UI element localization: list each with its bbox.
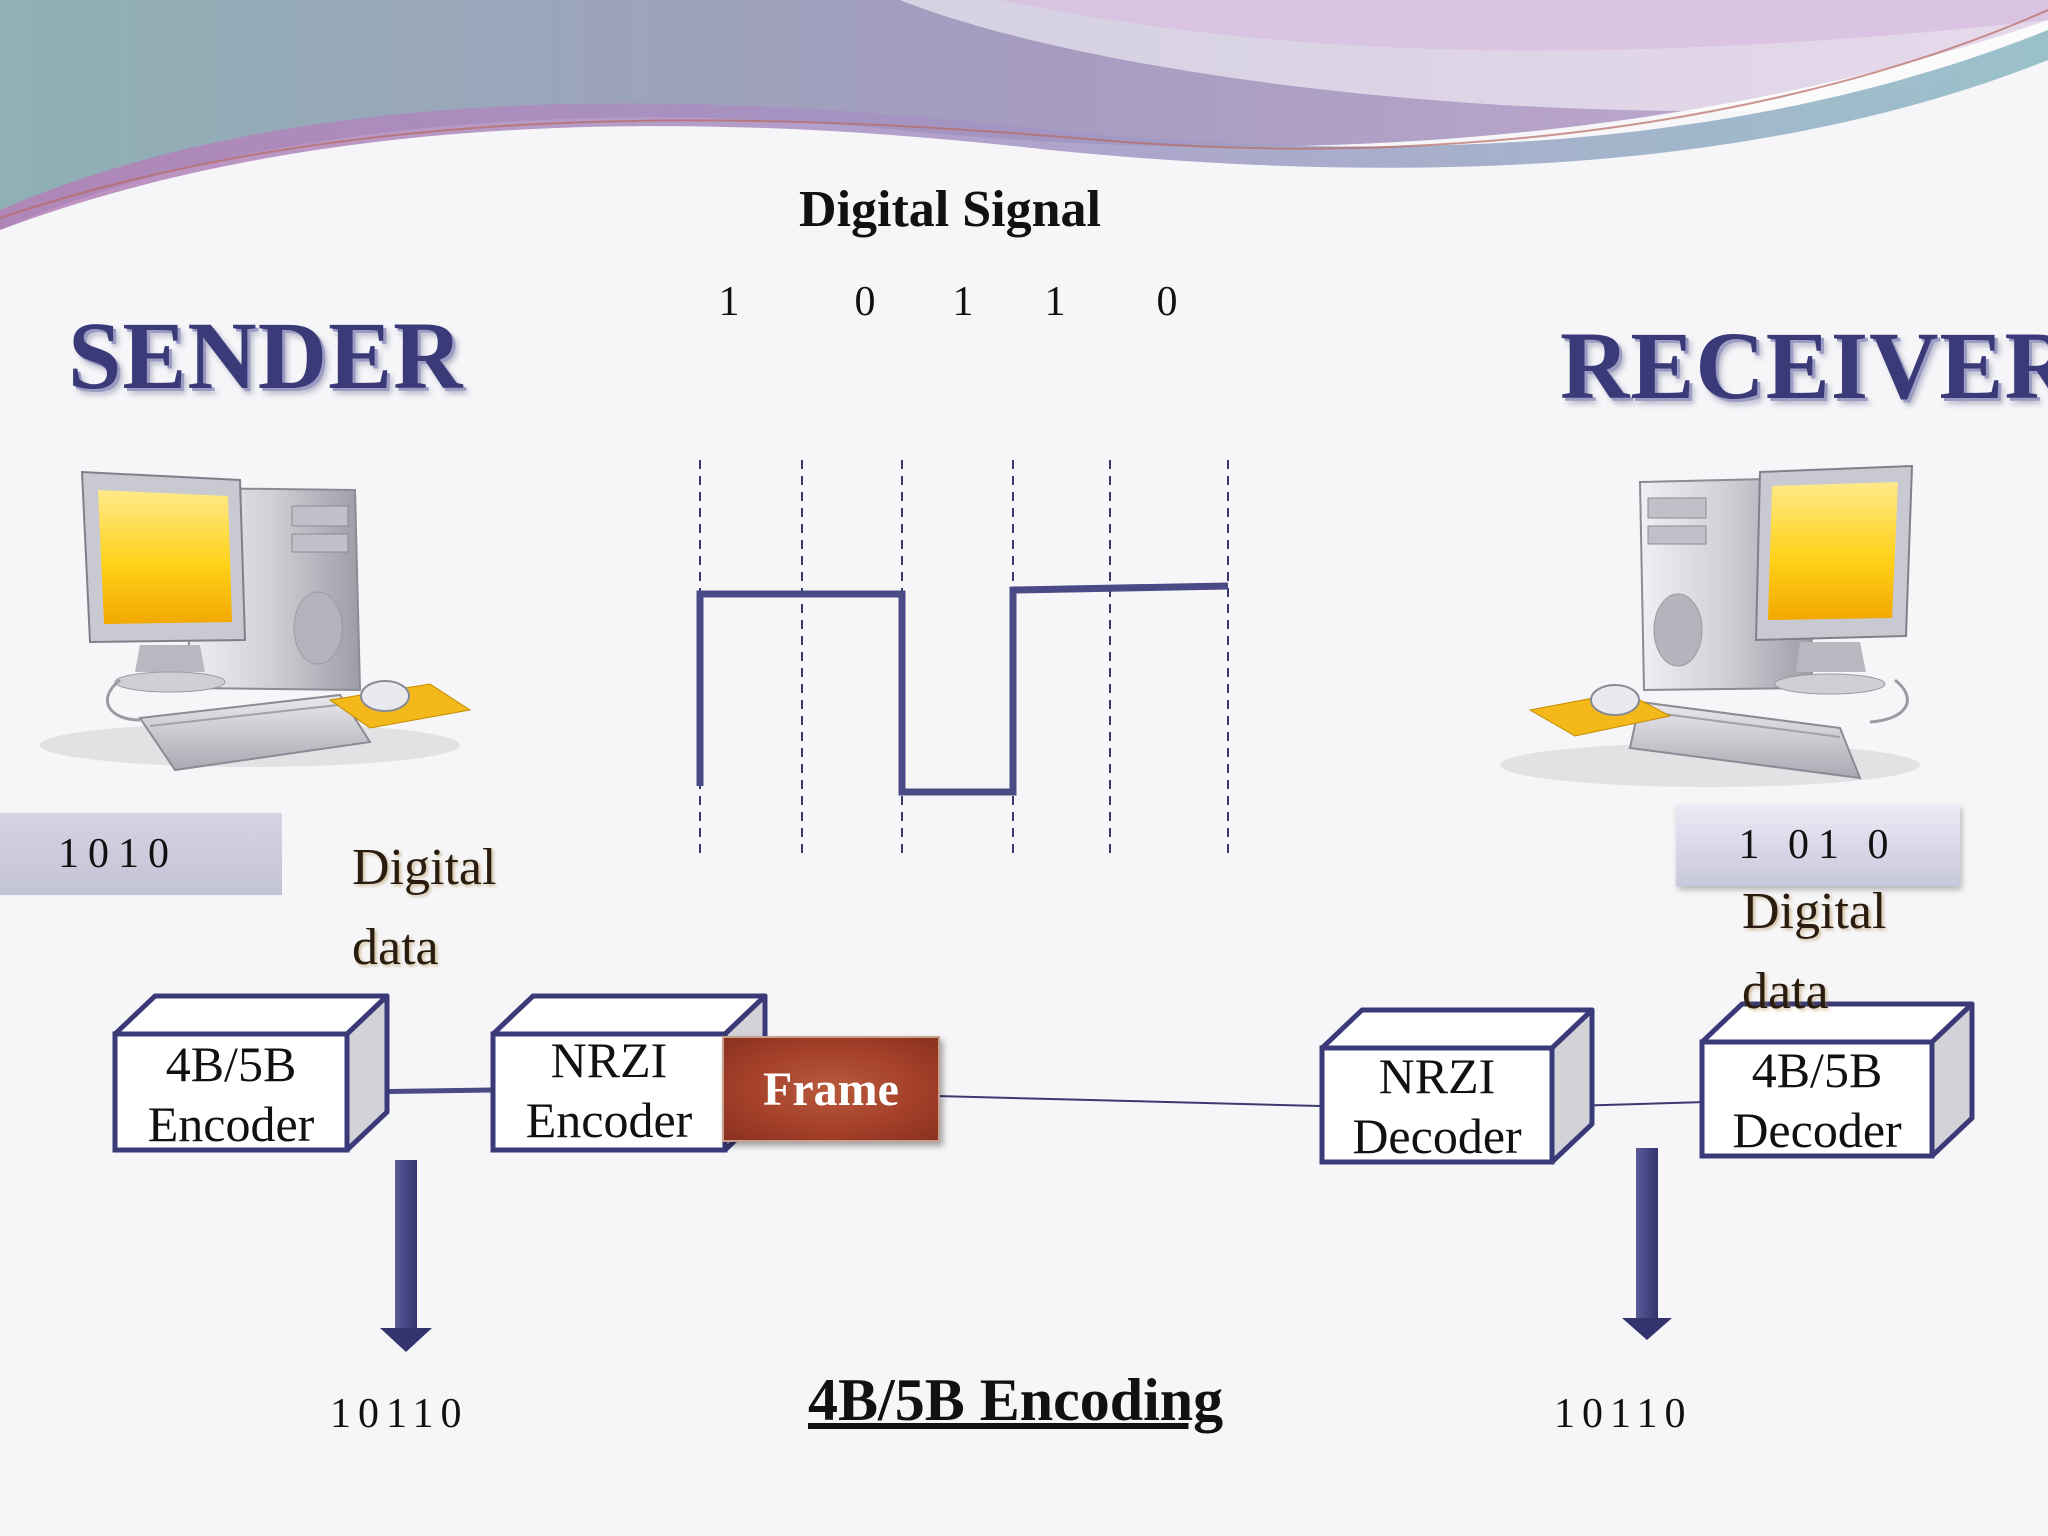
receiver-input-data: 1 01 0 <box>1676 804 1960 886</box>
receiver-computer-icon <box>1500 464 1920 787</box>
encoder-4b5b-label: 4B/5B Encoder <box>147 1036 315 1152</box>
nrzi-waveform <box>696 582 1229 796</box>
receiver-label: RECEIVER <box>1560 312 2048 419</box>
signal-title: Digital Signal <box>799 181 1101 238</box>
sender-output-bits: 10110 <box>330 1391 469 1437</box>
box-nrzi-decoder <box>1319 1007 1595 1165</box>
sender-down-arrow-icon <box>380 1160 432 1352</box>
header-decoration <box>0 0 2048 230</box>
receiver-output-bits: 10110 <box>1554 1391 1693 1437</box>
decoder-4b5b-label: 4B/5B Decoder <box>1732 1042 1902 1158</box>
box-4b5b-encoder <box>112 993 390 1153</box>
bit-label: 1 <box>718 279 742 325</box>
sender-input-data: 1010 <box>0 813 282 895</box>
digital-signal-plot <box>696 460 1229 858</box>
sender-computer-icon <box>40 470 472 772</box>
receiver-input-bits: 1 01 0 <box>1738 822 1898 868</box>
frame-label: Frame <box>722 1036 940 1142</box>
receiver-down-arrow-icon <box>1622 1148 1672 1340</box>
sender-digital-data-label: Digital data <box>352 839 497 976</box>
nrzi-decoder-label: NRZI Decoder <box>1352 1048 1522 1164</box>
receiver-digital-data-label: Digital data <box>1742 883 1887 1020</box>
nrzi-encoder-label: NRZI Encoder <box>525 1032 693 1148</box>
bit-label: 1 <box>1044 279 1068 325</box>
diagram-caption: 4B/5B Encoding <box>808 1367 1224 1433</box>
bit-label: 1 <box>952 279 976 325</box>
link-frame-to-nrzi-decoder <box>935 1095 1321 1107</box>
box-4b5b-decoder <box>1699 1001 1975 1159</box>
bit-label: 0 <box>854 279 878 325</box>
sender-input-bits: 1010 <box>58 831 178 877</box>
bit-label: 0 <box>1156 279 1180 325</box>
sender-label: SENDER <box>68 302 464 409</box>
